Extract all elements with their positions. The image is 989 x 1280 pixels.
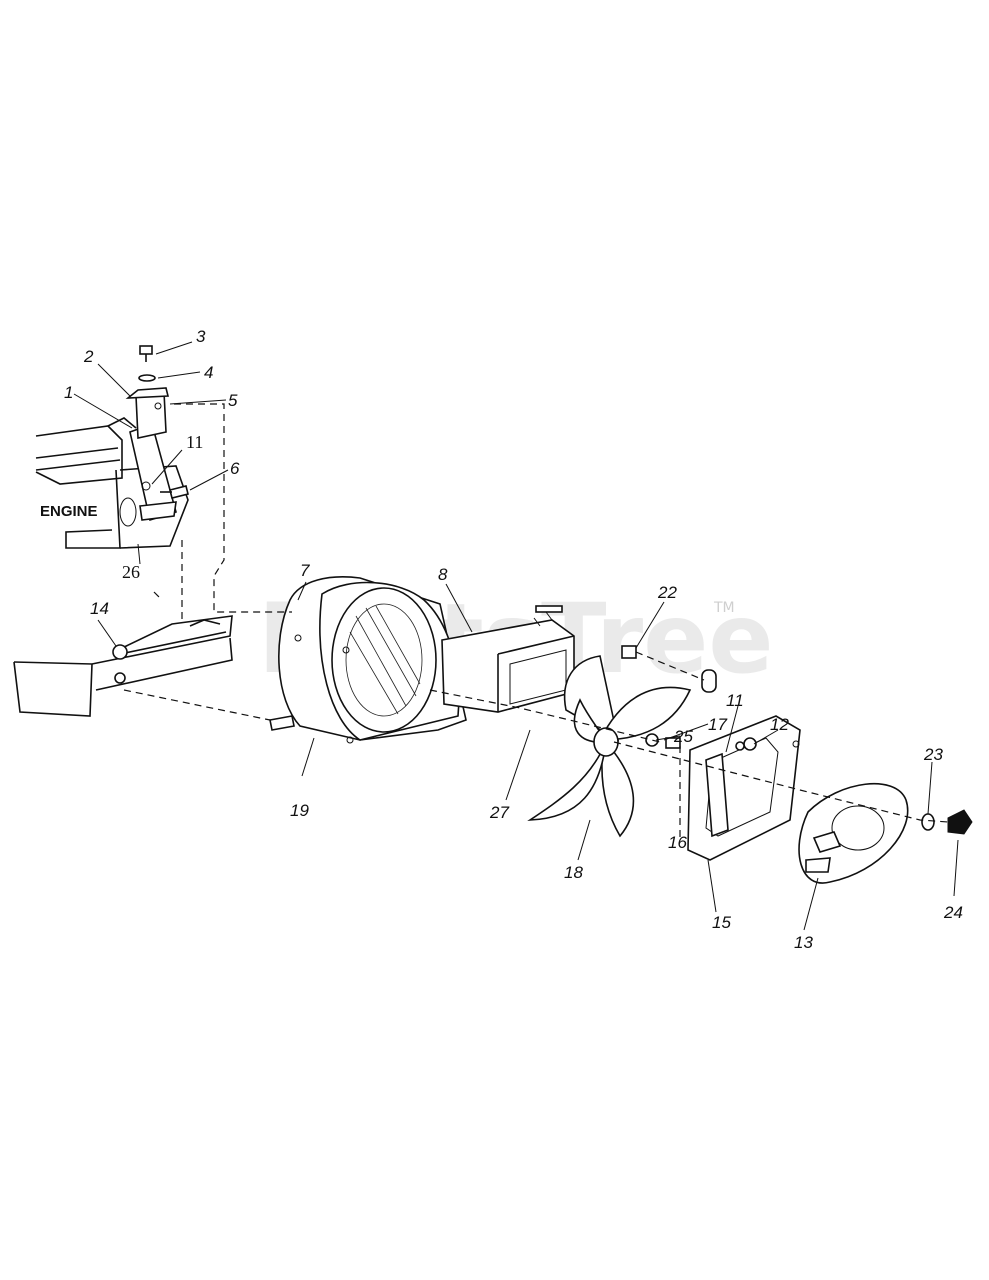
assembly-line-6	[635, 651, 705, 681]
callout-25: 25	[673, 727, 693, 746]
callout-1: 1	[64, 383, 73, 402]
callout-6: 6	[230, 459, 240, 478]
assembly-line-1	[174, 403, 292, 613]
callout-11-plate: 11	[726, 691, 744, 710]
watermark-trademark: TM	[713, 600, 735, 616]
bolt-3	[139, 345, 153, 362]
callout-18: 18	[564, 863, 583, 882]
callout-17: 17	[708, 715, 727, 734]
callout-12: 12	[770, 715, 789, 734]
chute-adapter	[441, 605, 575, 713]
callout-27: 27	[489, 803, 509, 822]
callout-2: 2	[83, 347, 94, 366]
assembly-line-7	[613, 741, 949, 823]
callout-13: 13	[794, 933, 813, 952]
callout-3: 3	[196, 327, 206, 346]
callout-19: 19	[290, 801, 309, 820]
spacer-25	[701, 669, 717, 693]
assembly-line-3	[123, 689, 271, 721]
callout-26: 26	[122, 562, 140, 582]
callout-15: 15	[712, 913, 731, 932]
washer-4	[138, 374, 156, 382]
callout-14: 14	[90, 599, 109, 618]
callout-22: 22	[657, 583, 677, 602]
callout-11-bracket: 11	[186, 432, 203, 452]
callout-16: 16	[668, 833, 687, 852]
assembly-line-4	[153, 591, 161, 599]
engine-block	[35, 417, 189, 549]
callout-24: 24	[943, 903, 963, 922]
mounting-plate	[687, 715, 801, 861]
leader-lines	[73, 341, 959, 931]
callout-23: 23	[923, 745, 943, 764]
impeller-cover	[798, 782, 909, 884]
callout-4: 4	[204, 363, 213, 382]
knob-24	[947, 809, 973, 835]
bolt-6	[160, 485, 189, 499]
callout-5: 5	[228, 391, 238, 410]
engine-label: ENGINE	[40, 503, 98, 520]
chute-frame	[13, 615, 233, 717]
assembly-line-5	[429, 689, 661, 743]
mounting-bracket	[125, 387, 177, 522]
washer-23	[921, 813, 935, 831]
callout-8: 8	[438, 565, 448, 584]
impeller	[527, 655, 692, 838]
bolt-16	[665, 737, 681, 749]
callout-7: 7	[300, 561, 310, 580]
bolt-22	[621, 645, 637, 659]
blower-housing	[269, 576, 467, 744]
